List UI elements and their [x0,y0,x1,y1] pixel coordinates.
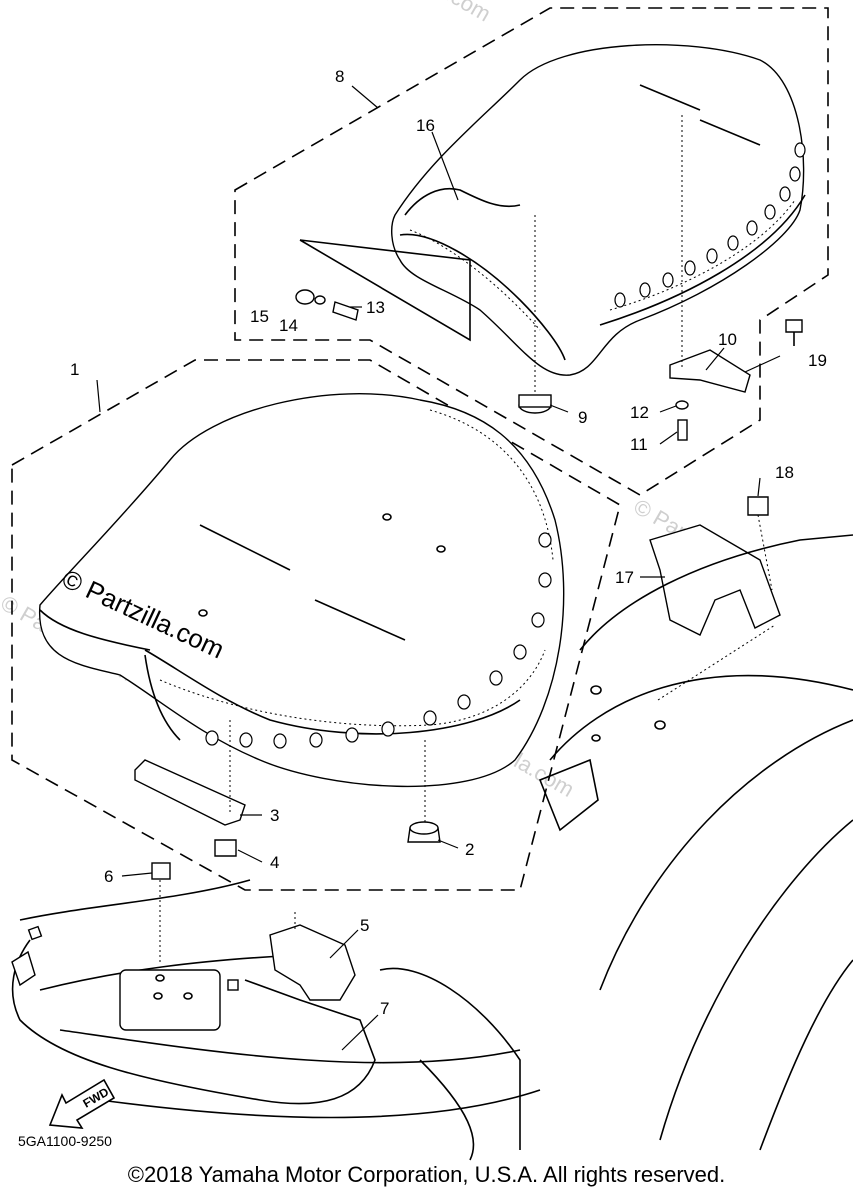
bolt-13 [332,301,359,321]
bolt-18 [747,496,769,516]
passenger-seat [299,44,806,376]
main-seat-studs [205,532,552,749]
watermark-text: © Partzilla.com [845,0,853,56]
seat-lock-5 [11,912,376,1105]
callout-10: 10 [718,330,737,349]
callout-11: 11 [630,435,648,454]
callout-4: 4 [270,853,279,872]
callout-12: 12 [630,403,649,422]
lock-washer-14 [314,295,326,305]
bracket-10 [669,349,751,393]
callout-13: 13 [366,298,385,317]
part-code: 5GA1100-9250 [18,1133,112,1149]
bracket-3 [134,759,246,826]
bolt-11 [677,419,688,441]
callout-17: 17 [615,568,634,587]
callout-5: 5 [360,916,369,935]
main-seat [39,393,565,788]
callout-1: 1 [70,360,79,379]
passenger-seat-hardware [295,115,803,441]
callout-8: 8 [335,67,344,86]
bolt-6 [151,862,171,880]
main-seat-group-boundary [11,359,621,891]
passenger-seat-studs [614,142,806,308]
bracket-17 [649,496,781,701]
copyright-notice: ©2018 Yamaha Motor Corporation, U.S.A. A… [127,1162,726,1187]
passenger-seat-group-boundary [234,7,829,496]
bolt-4 [214,839,237,857]
callout-14: 14 [279,316,298,335]
callout-18: 18 [775,463,794,482]
callout-19: 19 [808,351,827,370]
main-seat-hardware [134,720,441,965]
washer-12 [675,400,689,410]
callout-7: 7 [380,999,389,1018]
callout-2: 2 [465,840,474,859]
bolt-19 [785,319,803,333]
leader-lines [96,85,781,1051]
callout-6: 6 [104,867,113,886]
washer-15 [295,289,315,305]
callout-3: 3 [270,806,279,825]
callout-labels: 1 2 3 4 5 6 7 8 9 10 11 12 13 14 15 16 1… [70,67,827,1018]
callout-9: 9 [578,408,587,427]
callout-15: 15 [250,307,269,326]
watermark-text: © Partzilla.com [354,0,495,26]
frame-outline [19,534,853,1161]
callout-16: 16 [416,116,435,135]
fwd-arrow-icon: FWD [48,1078,116,1129]
